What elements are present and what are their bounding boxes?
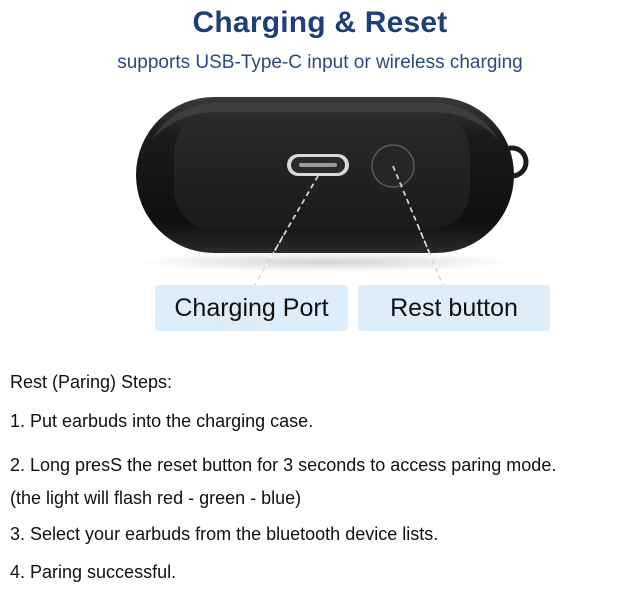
step-item: 2. Long presS the reset button for 3 sec…	[10, 455, 557, 475]
page-subtitle: supports USB-Type-C input or wireless ch…	[117, 52, 523, 73]
reset-button-label: Rest button	[358, 285, 550, 331]
step-item: 1. Put earbuds into the charging case.	[10, 411, 314, 431]
steps-heading: Rest (Paring) Steps:	[10, 372, 173, 392]
step-item: 4. Paring successful.	[10, 562, 177, 582]
charging-port-label: Charging Port	[155, 285, 348, 331]
reset-leader-line-dark	[392, 165, 419, 227]
port-leader-line-dark	[282, 175, 319, 237]
step-note: (the light will flash red - green - blue…	[10, 488, 302, 508]
usb-c-port-icon	[287, 154, 349, 176]
step-item: 3. Select your earbuds from the bluetoot…	[10, 524, 439, 544]
page-title: Charging & Reset	[192, 6, 448, 39]
